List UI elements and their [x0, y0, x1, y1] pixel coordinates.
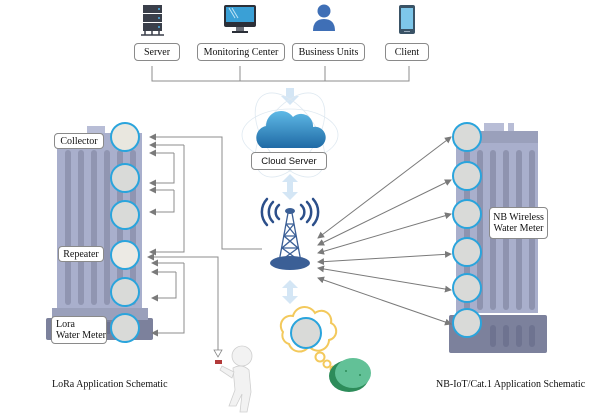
endpoint-label: Server — [143, 46, 171, 58]
lora-water-meter-label: Lora Water Meter — [56, 319, 106, 341]
repeater-label: Repeater — [63, 248, 99, 260]
endpoint-label: Monitoring Center — [203, 46, 279, 58]
collector-label: Collector — [60, 135, 98, 147]
endpoint-label: Client — [394, 46, 420, 58]
smartphone-icon — [399, 5, 415, 34]
manhole-cover-icon — [329, 358, 371, 392]
endpoint-monitoring-center[interactable]: Monitoring Center — [197, 43, 285, 61]
collector-device-icon — [110, 122, 140, 152]
endpoint-business-units[interactable]: Business Units — [292, 43, 365, 61]
nb-wireless-water-meter-label: NB Wireless Water Meter — [493, 212, 544, 234]
nb-water-meter-icon — [452, 308, 482, 338]
repeater-label-box: Repeater — [58, 246, 104, 262]
user-icon — [313, 4, 335, 31]
handheld-arrow-icon — [213, 349, 223, 358]
water-meter-icon — [110, 277, 140, 307]
nb-label-box: NB Wireless Water Meter — [489, 207, 548, 239]
nb-water-meter-icon — [452, 237, 482, 267]
nb-water-meter-icon — [452, 161, 482, 191]
water-meter-icon — [110, 163, 140, 193]
lora-connectors — [147, 133, 262, 352]
endpoint-client[interactable]: Client — [385, 43, 429, 61]
water-meter-icon — [110, 200, 140, 230]
signal-waves-icon — [260, 197, 320, 227]
arrow-tower-thought — [282, 280, 298, 304]
repeater-device-icon — [110, 240, 140, 270]
water-meter-icon — [110, 313, 140, 343]
arrow-cloud-tower — [282, 174, 298, 200]
endpoint-label: Business Units — [298, 46, 359, 58]
thought-water-meter-icon — [290, 317, 322, 349]
lora-water-meter-label-box: Lora Water Meter — [51, 316, 107, 344]
monitor-icon — [224, 5, 256, 33]
nbiot-caption: NB-IoT/Cat.1 Application Schematic — [436, 379, 586, 390]
collector-label-box: Collector — [54, 133, 104, 149]
endpoint-server[interactable]: Server — [134, 43, 180, 61]
arrow-down-to-cloud — [281, 88, 299, 105]
lora-building — [46, 126, 153, 340]
cloud-server-box[interactable]: Cloud Server — [251, 152, 327, 170]
cloud-icon — [256, 110, 326, 148]
nb-water-meter-icon — [452, 199, 482, 229]
nb-water-meter-icon — [452, 122, 482, 152]
nb-water-meter-icon — [452, 273, 482, 303]
cell-tower-icon — [270, 208, 310, 270]
handheld-reader-icon — [215, 360, 222, 364]
person-with-handheld-icon — [219, 345, 253, 413]
cloud-server-label: Cloud Server — [261, 155, 317, 167]
top-connector — [151, 66, 410, 82]
server-rack-icon — [141, 5, 164, 36]
lora-caption: LoRa Application Schematic — [52, 379, 168, 390]
nb-connectors — [317, 136, 452, 326]
